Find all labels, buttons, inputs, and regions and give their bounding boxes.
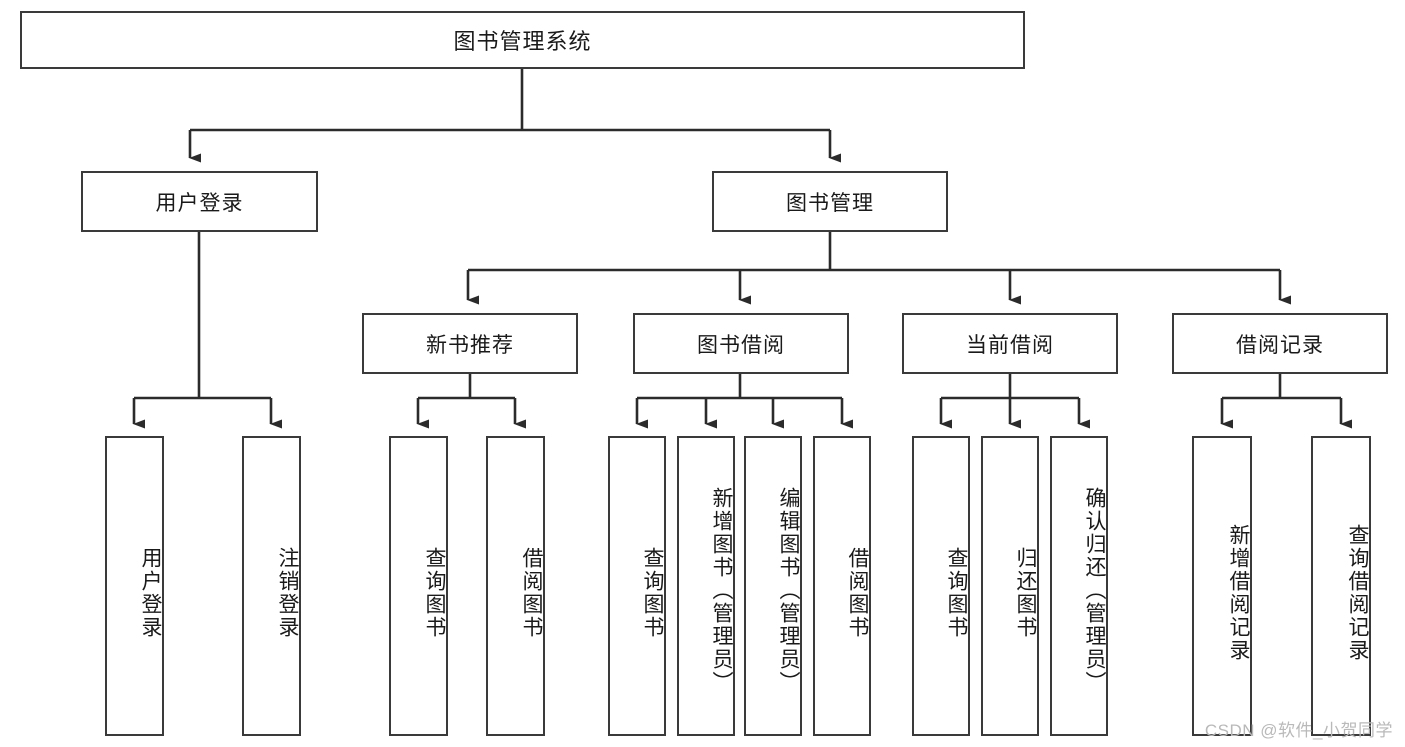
leaf-records-add-record[interactable]: 新增借阅记录: [1192, 436, 1252, 736]
leaf-borrow-edit-book-admin[interactable]: 编辑图书（管理员）: [744, 436, 802, 736]
node-root-book-management-system[interactable]: 图书管理系统: [20, 11, 1025, 69]
leaf-user-login-logout[interactable]: 注销登录: [242, 436, 301, 736]
csdn-watermark: CSDN @软件_小贺同学: [1204, 721, 1393, 740]
leaf-borrow-borrow-book[interactable]: 借阅图书: [813, 436, 871, 736]
node-user-login[interactable]: 用户登录: [81, 171, 318, 232]
leaf-borrow-add-book-admin[interactable]: 新增图书（管理员）: [677, 436, 735, 736]
node-book-management[interactable]: 图书管理: [712, 171, 948, 232]
node-new-book-recommendation[interactable]: 新书推荐: [362, 313, 578, 374]
leaf-new-book-query-book[interactable]: 查询图书: [389, 436, 448, 736]
leaf-new-book-borrow-book[interactable]: 借阅图书: [486, 436, 545, 736]
node-book-borrowing[interactable]: 图书借阅: [633, 313, 849, 374]
node-borrowing-records[interactable]: 借阅记录: [1172, 313, 1388, 374]
node-current-borrowing[interactable]: 当前借阅: [902, 313, 1118, 374]
leaf-current-query-book[interactable]: 查询图书: [912, 436, 970, 736]
leaf-borrow-query-book[interactable]: 查询图书: [608, 436, 666, 736]
leaf-current-return-book[interactable]: 归还图书: [981, 436, 1039, 736]
leaf-current-confirm-return-admin[interactable]: 确认归还（管理员）: [1050, 436, 1108, 736]
leaf-user-login-login[interactable]: 用户登录: [105, 436, 164, 736]
leaf-records-query-record[interactable]: 查询借阅记录: [1311, 436, 1371, 736]
